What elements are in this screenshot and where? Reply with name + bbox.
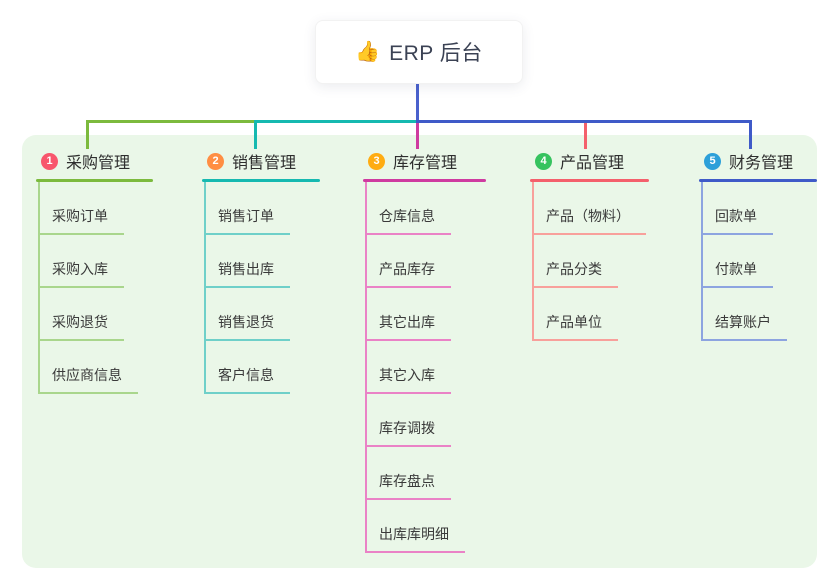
child-node: 销售出库 [206, 235, 306, 288]
branch-number-badge: 1 [41, 152, 58, 170]
connector-drop [254, 123, 257, 149]
child-node: 付款单 [703, 235, 803, 288]
connector-drop [86, 123, 89, 149]
branches-panel [22, 135, 817, 568]
branch-underline [530, 179, 649, 182]
root-node-label: ERP 后台 [389, 42, 483, 65]
child-node: 采购入库 [40, 235, 140, 288]
child-node-label[interactable]: 供应商信息 [40, 365, 138, 394]
root-connector [416, 84, 419, 123]
branch-node: 5 财务管理 回款单 付款单 结算账户 [699, 146, 817, 341]
child-node: 其它入库 [367, 341, 467, 394]
branch-node: 1 采购管理 采购订单 采购入库 采购退货 供应商信息 [36, 146, 153, 394]
branch-label: 财务管理 [729, 155, 794, 172]
child-node: 出库库明细 [367, 500, 467, 553]
branch-number-badge: 5 [704, 152, 721, 170]
child-node: 库存盘点 [367, 447, 467, 500]
thumbs-up-icon: 👍 [355, 41, 381, 63]
branch-underline [36, 179, 153, 182]
branch-underline [202, 179, 320, 182]
branch-header[interactable]: 5 财务管理 [699, 146, 817, 176]
branch-underline [363, 179, 486, 182]
child-node: 产品库存 [367, 235, 467, 288]
child-node-label[interactable]: 其它出库 [367, 312, 451, 341]
branch-node: 4 产品管理 产品（物料） 产品分类 产品单位 [530, 146, 649, 341]
child-node-label[interactable]: 产品单位 [534, 312, 618, 341]
branch-children: 产品（物料） 产品分类 产品单位 [532, 182, 646, 341]
child-node-label[interactable]: 其它入库 [367, 365, 451, 394]
child-node-label[interactable]: 采购入库 [40, 259, 124, 288]
child-node: 库存调拨 [367, 394, 467, 447]
child-node: 销售退货 [206, 288, 306, 341]
branch-number-badge: 4 [535, 152, 552, 170]
child-node-label[interactable]: 产品分类 [534, 259, 618, 288]
child-node-label[interactable]: 结算账户 [703, 312, 787, 341]
branch-node: 3 库存管理 仓库信息 产品库存 其它出库 其它入库 库存调拨 库存盘点 出库库… [363, 146, 486, 553]
branch-underline [699, 179, 817, 182]
child-node: 产品单位 [534, 288, 634, 341]
branch-header[interactable]: 2 销售管理 [202, 146, 320, 176]
child-node-label[interactable]: 产品（物料） [534, 206, 646, 235]
child-node-label[interactable]: 采购退货 [40, 312, 124, 341]
child-node-label[interactable]: 付款单 [703, 259, 773, 288]
branch-number-badge: 3 [368, 152, 385, 170]
child-node: 采购退货 [40, 288, 140, 341]
connector-drop [749, 123, 752, 149]
child-node-label[interactable]: 库存调拨 [367, 418, 451, 447]
branch-node: 2 销售管理 销售订单 销售出库 销售退货 客户信息 [202, 146, 320, 394]
connector-bus-segment [416, 120, 752, 123]
child-node: 产品分类 [534, 235, 634, 288]
branch-header[interactable]: 1 采购管理 [36, 146, 153, 176]
branch-label: 采购管理 [66, 155, 131, 172]
branch-label: 产品管理 [560, 155, 625, 172]
child-node: 仓库信息 [367, 182, 467, 235]
child-node-label[interactable]: 回款单 [703, 206, 773, 235]
branch-children: 销售订单 销售出库 销售退货 客户信息 [204, 182, 306, 394]
child-node-label[interactable]: 销售出库 [206, 259, 290, 288]
child-node: 供应商信息 [40, 341, 140, 394]
child-node: 结算账户 [703, 288, 803, 341]
child-node-label[interactable]: 客户信息 [206, 365, 290, 394]
child-node: 销售订单 [206, 182, 306, 235]
branch-children: 回款单 付款单 结算账户 [701, 182, 803, 341]
child-node-label[interactable]: 产品库存 [367, 259, 451, 288]
connector-bus-segment [86, 120, 256, 123]
branch-children: 采购订单 采购入库 采购退货 供应商信息 [38, 182, 140, 394]
connector-drop [584, 123, 587, 149]
branch-header[interactable]: 4 产品管理 [530, 146, 649, 176]
branch-label: 销售管理 [232, 155, 297, 172]
child-node-label[interactable]: 销售退货 [206, 312, 290, 341]
child-node: 其它出库 [367, 288, 467, 341]
child-node-label[interactable]: 库存盘点 [367, 471, 451, 500]
branch-number-badge: 2 [207, 152, 224, 170]
child-node-label[interactable]: 采购订单 [40, 206, 124, 235]
branch-label: 库存管理 [393, 155, 458, 172]
child-node: 回款单 [703, 182, 803, 235]
child-node-label[interactable]: 出库库明细 [367, 524, 465, 553]
branch-children: 仓库信息 产品库存 其它出库 其它入库 库存调拨 库存盘点 出库库明细 [365, 182, 467, 553]
child-node: 采购订单 [40, 182, 140, 235]
root-node[interactable]: 👍 ERP 后台 [315, 20, 523, 84]
child-node: 产品（物料） [534, 182, 646, 235]
child-node: 客户信息 [206, 341, 306, 394]
connector-drop [416, 123, 419, 149]
branch-header[interactable]: 3 库存管理 [363, 146, 486, 176]
connector-bus-segment [254, 120, 418, 123]
child-node-label[interactable]: 销售订单 [206, 206, 290, 235]
child-node-label[interactable]: 仓库信息 [367, 206, 451, 235]
